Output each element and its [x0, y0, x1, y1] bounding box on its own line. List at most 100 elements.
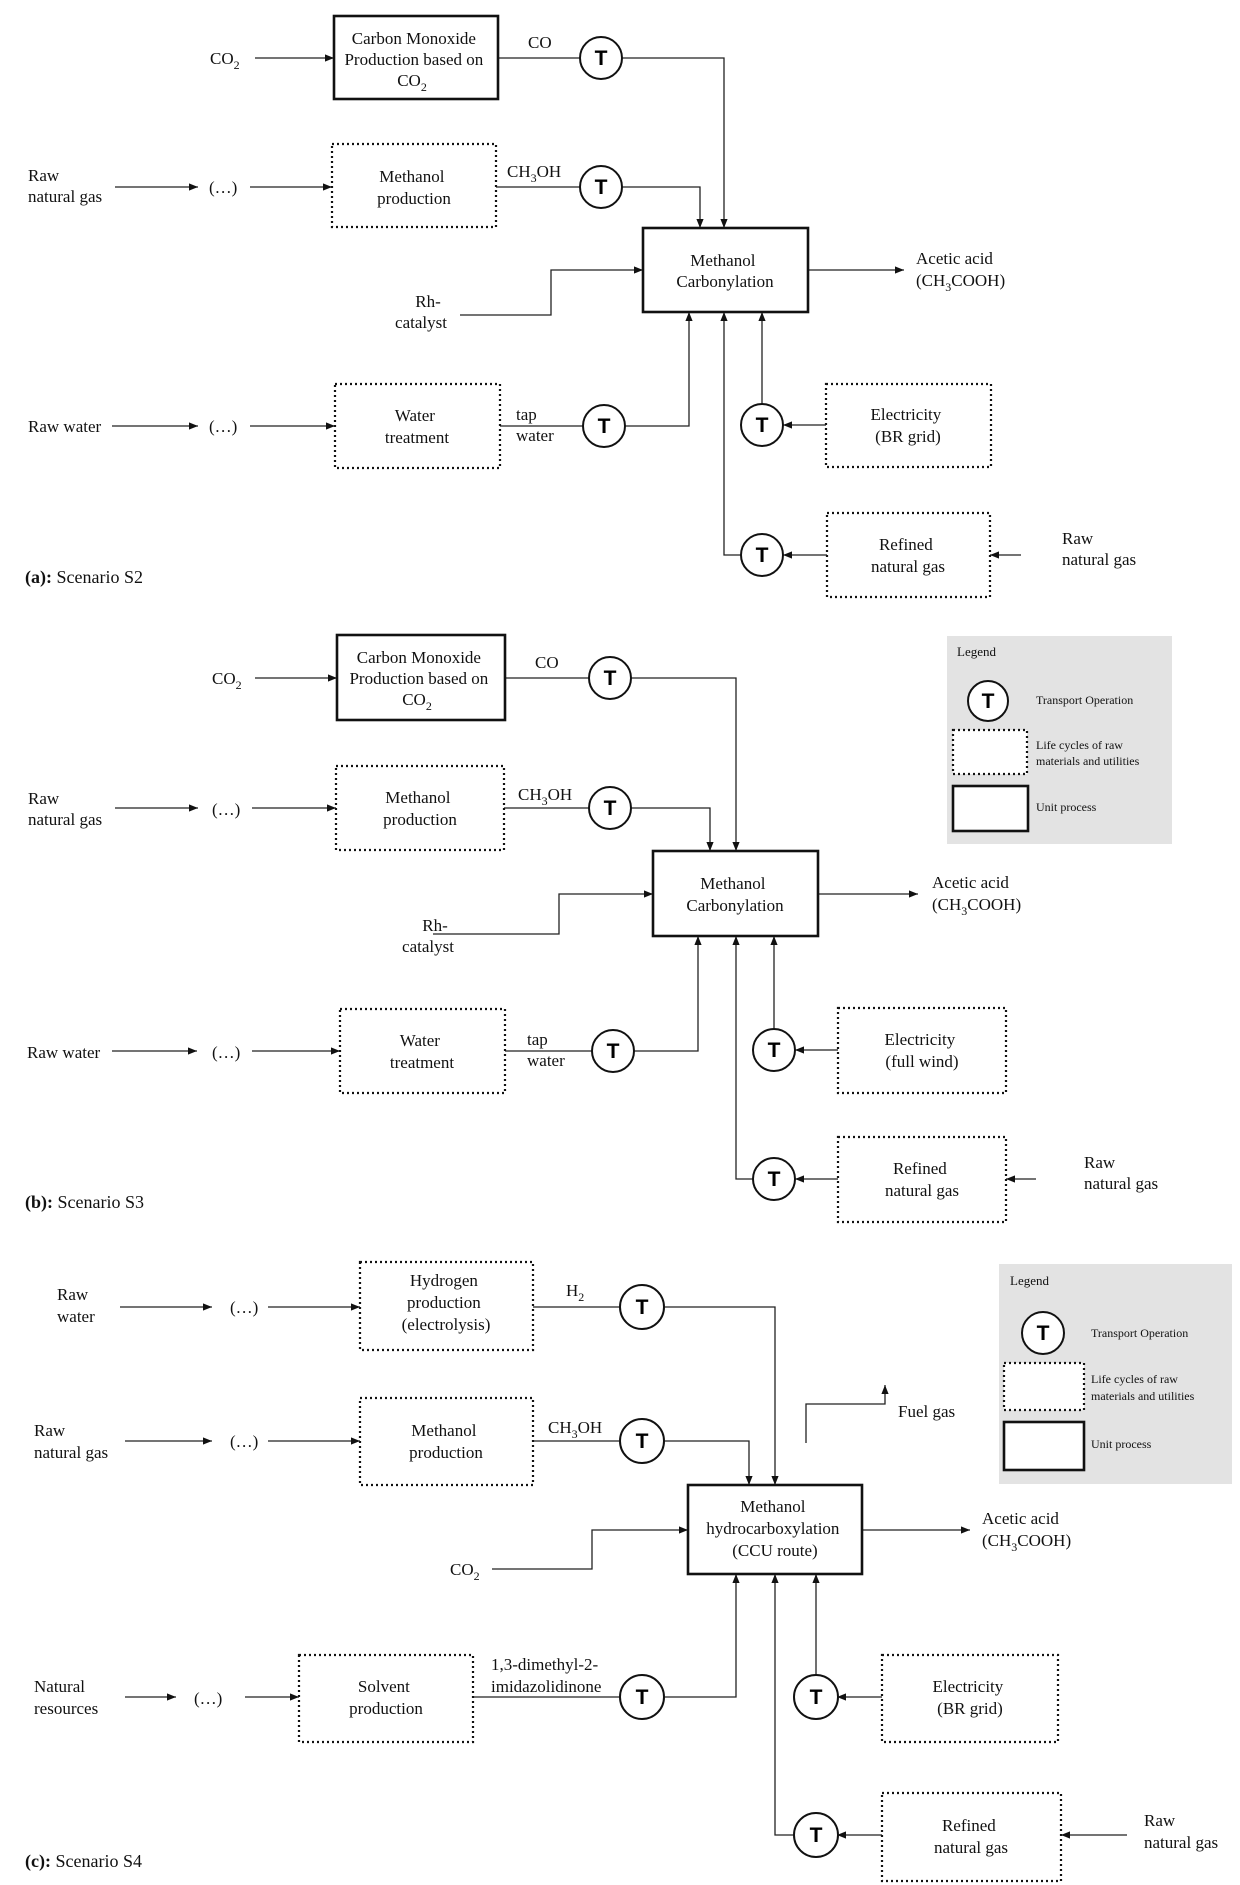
edge-tap-water-to-carbonylation — [625, 312, 693, 427]
solvent-production-label: Solvent production — [349, 1677, 423, 1718]
rh-catalyst-label: Rh-catalyst — [395, 292, 447, 332]
legend-unit-process-symbol — [951, 784, 1030, 833]
svg-text:T: T — [636, 1686, 649, 1709]
methanol-production-label: Methanol production — [383, 788, 457, 829]
methanol-production-label: Methanol production — [409, 1421, 483, 1462]
legend-transport-label: Transport Operation — [1091, 1326, 1188, 1340]
edge-refined-gas-to-carbonylation — [720, 312, 741, 556]
svg-text:T: T — [756, 414, 769, 437]
transport-solvent: T — [619, 1674, 665, 1720]
ch3oh-stream-label: CH3OH — [507, 162, 561, 185]
transport-co: T — [588, 656, 632, 700]
legend-lifecycle-symbol — [951, 728, 1029, 776]
caption-b: (b): Scenario S3 — [25, 1192, 144, 1213]
edge-methanol-to-carbonylation — [631, 807, 714, 851]
edge-rh-catalyst-to-carbonylation — [433, 890, 653, 935]
acetic-acid-label: Acetic acid — [916, 249, 993, 268]
transport-co: T — [579, 36, 623, 80]
raw-water-label: Raw water — [27, 1043, 101, 1062]
methanol-carbonylation-box — [651, 849, 820, 938]
methanol-carbonylation-box — [641, 226, 810, 314]
svg-text:T: T — [1037, 1322, 1050, 1345]
svg-text:T: T — [607, 1040, 620, 1063]
transport-h2: T — [619, 1284, 665, 1330]
acetic-acid-label: Acetic acid — [932, 873, 1009, 892]
fuel-gas-label: Fuel gas — [898, 1402, 955, 1421]
transport-electricity: T — [752, 1028, 796, 1072]
transport-tap-water: T — [582, 404, 626, 448]
edge-co-to-carbonylation — [631, 677, 740, 851]
co2-input-label: CO2 — [450, 1560, 480, 1583]
edge-co2-to-hydrocarboxylation — [492, 1526, 688, 1570]
svg-text:T: T — [604, 667, 617, 690]
ellipsis-2: (…) — [230, 1432, 258, 1451]
h2-stream-label: H2 — [566, 1281, 584, 1304]
water-treatment-box — [338, 1007, 507, 1095]
tap-label: tap — [516, 405, 537, 424]
svg-text:T: T — [595, 47, 608, 70]
methanol-production-label: Methanol production — [377, 167, 451, 208]
legend-unit-process-symbol — [1002, 1420, 1086, 1472]
edge-tap-water-to-carbonylation — [634, 936, 702, 1052]
refined-gas-box — [825, 511, 992, 599]
legend-unit-process-label: Unit process — [1036, 800, 1097, 814]
edge-methanol-to-hydrocarboxylation — [664, 1440, 753, 1485]
svg-text:T: T — [810, 1824, 823, 1847]
edge-refined-gas-to-hydrocarboxylation — [771, 1574, 795, 1836]
water-treatment-label: Water treatment — [390, 1031, 454, 1072]
transport-refined-gas: T — [752, 1157, 796, 1201]
hydrogen-production-label: Hydrogen production (electrolysis) — [402, 1271, 491, 1334]
ellipsis-2: (…) — [209, 417, 237, 436]
electricity-label: Electricity (full wind) — [884, 1030, 959, 1071]
edge-co-to-carbonylation — [622, 57, 728, 228]
caption-a: (a): Scenario S2 — [25, 567, 143, 588]
refined-gas-label: Refined natural gas — [871, 535, 945, 576]
legend-title: Legend — [1010, 1273, 1049, 1288]
refined-gas-box — [880, 1791, 1063, 1883]
methanol-production-box — [330, 142, 498, 229]
legend-transport-symbol — [967, 680, 1009, 722]
electricity-box — [836, 1006, 1008, 1095]
edge-refined-gas-to-carbonylation — [732, 936, 753, 1180]
water-treatment-box — [333, 382, 502, 470]
legend-transport-label: Transport Operation — [1036, 693, 1133, 707]
water-stream-label: water — [516, 426, 554, 445]
ch3cooh-label: (CH3COOH) — [932, 895, 1021, 918]
co-stream-label: CO — [535, 653, 559, 672]
methanol-hydrocarboxylation-box — [686, 1483, 864, 1576]
caption-c: (c): Scenario S4 — [25, 1851, 142, 1872]
ch3oh-stream-label: CH3OH — [518, 785, 572, 808]
transport-refined-gas: T — [793, 1812, 839, 1858]
methanol-production-box — [334, 764, 506, 852]
svg-text:T: T — [810, 1686, 823, 1709]
solvent-production-box — [297, 1653, 475, 1744]
refined-gas-label: Refined natural gas — [934, 1816, 1008, 1857]
raw-water-label: Raw water — [28, 417, 102, 436]
ch3oh-stream-label: CH3OH — [548, 1418, 602, 1441]
transport-methanol: T — [588, 786, 632, 830]
ellipsis-1: (…) — [230, 1298, 258, 1317]
ellipsis-3: (…) — [194, 1689, 222, 1708]
ch3cooh-label: (CH3COOH) — [916, 271, 1005, 294]
methanol-carbonylation-label: Methanol Carbonylation — [686, 874, 784, 915]
legend-transport-symbol — [1021, 1311, 1065, 1355]
scenario-b-diagram: Carbon Monoxide Production based on CO2 … — [25, 633, 1172, 1224]
ellipsis-2: (…) — [212, 1043, 240, 1062]
svg-text:T: T — [595, 176, 608, 199]
svg-text:T: T — [636, 1430, 649, 1453]
legend-lifecycle-symbol — [1002, 1361, 1086, 1412]
edge-hydrocarboxylation-to-fuel-gas — [805, 1385, 889, 1443]
hydrogen-production-box — [358, 1260, 535, 1352]
electricity-label: Electricity (BR grid) — [932, 1677, 1007, 1718]
co-stream-label: CO — [528, 33, 552, 52]
ellipsis-1: (…) — [209, 178, 237, 197]
solvent-stream-label: 1,3-dimethyl-2-imidazolidinone — [491, 1655, 601, 1696]
tap-label: tap — [527, 1030, 548, 1049]
